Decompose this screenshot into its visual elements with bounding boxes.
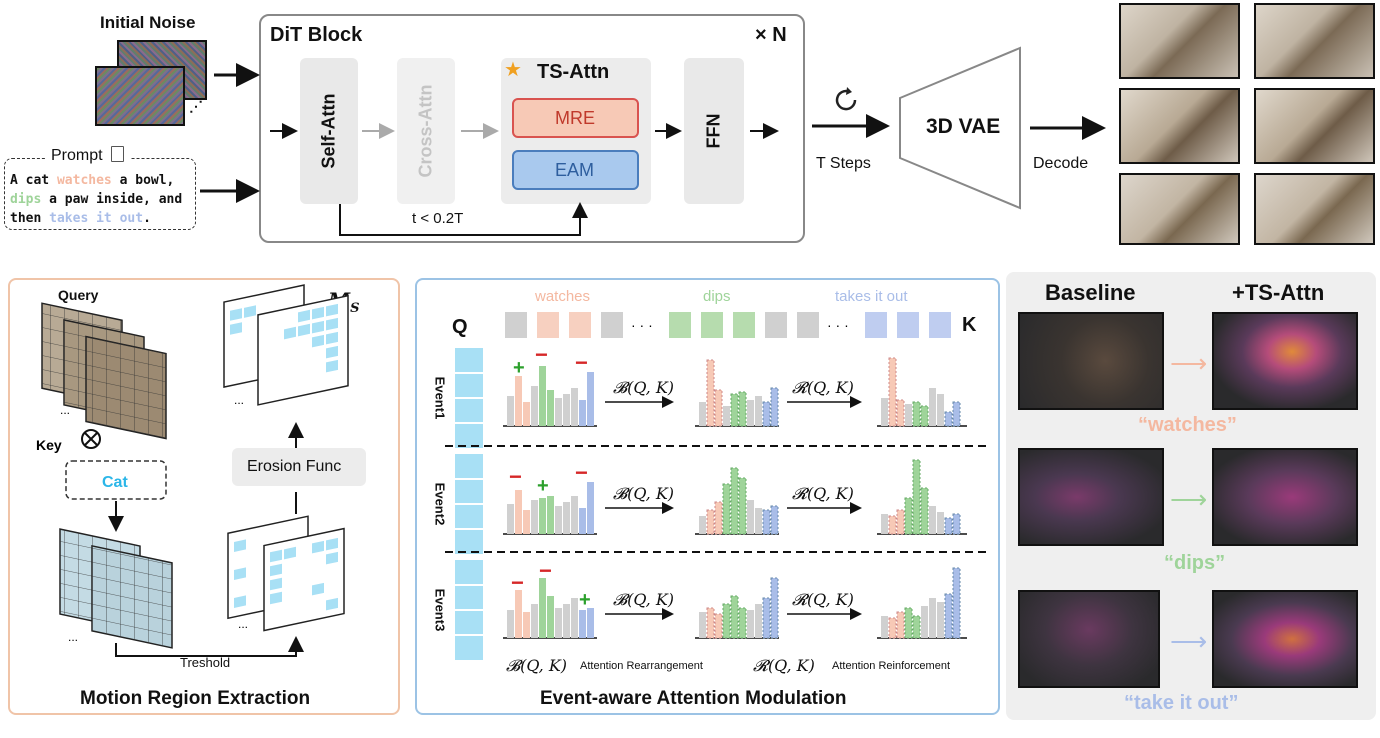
eam-label: EAM [555,160,595,180]
eam-panel [415,278,1000,715]
baseline-heatmap [1018,448,1164,546]
top-arrows [200,63,1106,236]
key-token-row: · · · · · · [505,312,951,338]
star-icon: ★ [504,59,522,81]
arrow-icon: ⟶ [1170,348,1208,378]
query-label: Query [58,287,99,303]
legend-r-op: 𝓡(Q, K) [753,656,815,675]
token-watches: watches [535,288,591,305]
svg-text:−: − [539,558,552,583]
ts-attn-heatmap [1212,590,1358,688]
svg-text:−: − [535,342,548,367]
q-label: Q [452,316,468,338]
prompt-text: A cat watches a bowl, dips a paw inside,… [10,173,183,226]
b-op-label: 𝓑(Q, K) [613,590,675,609]
legend-b-text: Attention Rearrangement [580,660,703,672]
svg-text:−: − [575,460,588,485]
frame [1254,88,1375,164]
frame [1119,173,1240,245]
eam-panel-title: Event-aware Attention Modulation [540,688,847,709]
cat-token-label: Cat [102,474,128,491]
arrow-icon: ⟶ [1170,484,1208,514]
hist-event3: − − + [503,558,967,639]
t-steps-label: T Steps [816,155,871,172]
mre-label: MRE [555,108,595,128]
k-label: K [962,314,977,336]
frame [1119,3,1240,79]
frame [1254,3,1375,79]
erosion-func-block [232,448,366,486]
svg-text:+: + [513,357,525,379]
t-condition-label: t < 0.2T [412,210,464,227]
mre-diagram: ... Key ... ... [36,284,349,657]
query-take-it-out: “take it out” [1124,692,1239,714]
svg-text:...: ... [238,617,248,631]
decode-label: Decode [1033,155,1089,172]
prompt-header: Prompt [45,146,131,165]
baseline-label: Baseline [1045,280,1136,305]
dit-block-title: DiT Block [270,24,363,46]
query-dips: “dips” [1164,552,1226,574]
vae-block [899,46,1021,210]
loop-icon [835,87,857,111]
token-dips: dips [703,288,731,305]
svg-text:+: + [537,475,549,497]
svg-text:+: + [579,589,591,611]
initial-noise-label: Initial Noise [100,13,196,32]
r-op-label: 𝓡(Q, K) [792,590,854,609]
mre-panel [8,278,400,715]
legend-r-text: Attention Reinforcement [832,660,951,672]
dit-block [259,14,805,243]
eam-block [512,150,639,190]
query-columns [455,348,483,660]
mre-panel-title: Motion Region Extraction [80,688,311,709]
svg-text:...: ... [68,630,78,644]
threshold-label: Treshold [180,655,231,670]
ts-attn-column-label: +TS-Attn [1232,280,1325,305]
self-attn-block [300,58,358,204]
baseline-heatmap [1018,590,1160,688]
b-op-label: 𝓑(Q, K) [613,484,675,503]
svg-text:...: ... [60,403,70,417]
cross-attn-block [397,58,455,204]
query-watches: “watches” [1138,414,1237,436]
svg-text:...: ... [234,393,244,407]
r-op-label: 𝓡(Q, K) [792,484,854,503]
svg-text:−: − [575,350,588,375]
ffn-block [684,58,744,204]
hist-event1: + − − [503,342,967,427]
legend-b-op: 𝓑(Q, K) [506,656,568,675]
ts-attn-label: TS-Attn [537,61,610,83]
hist-event2: − + − [503,459,967,535]
svg-text:· · ·: · · · [827,317,849,333]
svg-text:−: − [511,570,524,595]
noise-image-stack: ⋰ [95,40,215,130]
ts-attn-heatmap [1212,312,1358,410]
times-n-label: × N [755,24,787,46]
baseline-heatmap [1018,312,1164,410]
svg-text:−: − [509,464,522,489]
document-icon [111,146,125,162]
erosion-func-label: Erosion Func [247,458,342,475]
frame [1254,173,1375,245]
arrow-icon: ⟶ [1170,626,1208,656]
svg-text:· · ·: · · · [631,317,653,333]
event3-label: Event3 [432,588,448,632]
r-op-label: 𝓡(Q, K) [792,378,854,397]
vae-label: 3D VAE [926,115,1001,138]
b-op-label: 𝓑(Q, K) [613,378,675,397]
event2-label: Event2 [432,482,448,526]
token-takes-it-out: takes it out [835,288,908,305]
ts-attn-heatmap [1212,448,1358,546]
prompt-label: Prompt [51,147,103,164]
output-frames [1119,3,1377,246]
eam-diagram: · · · · · · [445,312,990,660]
svg-text:Key: Key [36,437,62,453]
frame [1119,88,1240,164]
event1-label: Event1 [432,376,448,420]
mre-block [512,98,639,138]
